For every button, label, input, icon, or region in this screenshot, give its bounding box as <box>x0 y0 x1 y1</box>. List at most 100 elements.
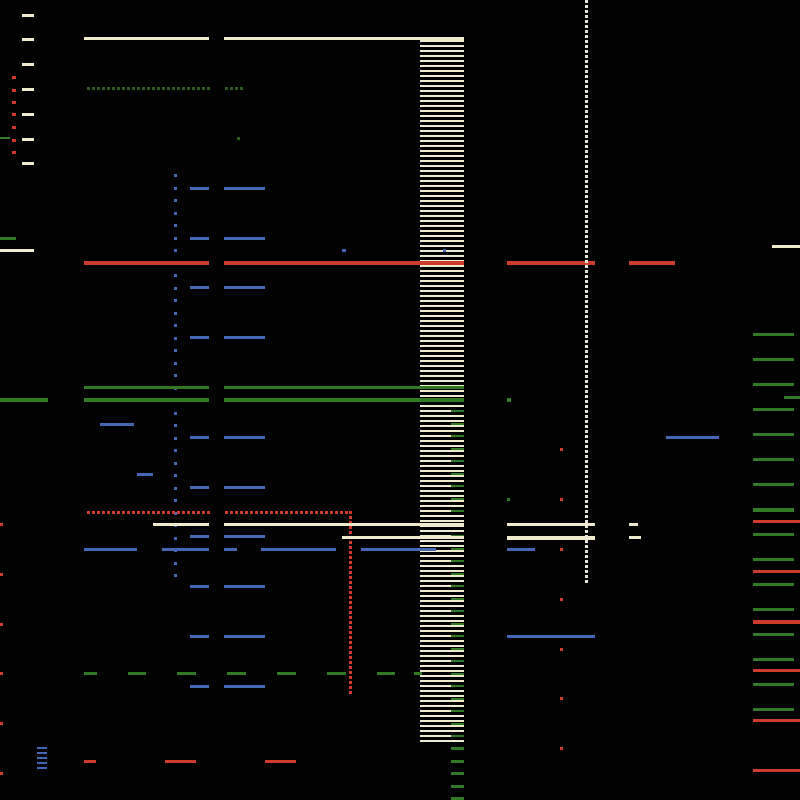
dotted-white <box>585 50 588 53</box>
green-ladder-tick <box>451 435 464 437</box>
red-dot <box>560 697 563 700</box>
dotted-white <box>585 165 588 168</box>
dotted-red <box>349 671 352 674</box>
green-ladder-tick <box>451 610 464 612</box>
cream-stripe <box>420 450 464 452</box>
dotted-red <box>349 666 352 669</box>
red-dot <box>560 747 563 750</box>
dotted-white <box>585 295 588 298</box>
dotted-red <box>157 511 160 514</box>
left-cream-tick <box>22 63 34 66</box>
cream-stripe <box>420 210 464 212</box>
dotted-red <box>182 511 185 514</box>
dotted-white <box>585 545 588 548</box>
dotted-red <box>349 511 352 514</box>
dotted-green <box>112 87 115 90</box>
dotted-red <box>187 511 190 514</box>
dotted-red <box>290 511 293 514</box>
cream-stripe <box>420 225 464 227</box>
dotted-red <box>87 511 90 514</box>
dotted-white <box>585 65 588 68</box>
dotted-white <box>585 180 588 183</box>
dotted-blue <box>174 174 177 177</box>
dotted-red <box>340 511 343 514</box>
dotted-white <box>585 55 588 58</box>
dotted-white <box>585 430 588 433</box>
cream-stripe <box>420 125 464 127</box>
cream-stripe <box>420 205 464 207</box>
dotted-red <box>197 511 200 514</box>
cream-stripe <box>420 195 464 197</box>
dotted-green <box>147 87 150 90</box>
cream-stripe <box>420 350 464 352</box>
left-cream-tick <box>22 138 34 141</box>
cream-stripe <box>420 435 464 437</box>
dotted-white <box>585 440 588 443</box>
dotted-red <box>280 511 283 514</box>
dotted-white <box>585 505 588 508</box>
dotted-white <box>585 270 588 273</box>
cream-stripe <box>420 295 464 297</box>
blue-dash <box>190 535 209 538</box>
blue-stack <box>37 767 47 769</box>
dotted-green <box>240 87 243 90</box>
dotted-white <box>585 110 588 113</box>
dotted-blue <box>174 236 177 240</box>
dotted-green <box>107 87 110 90</box>
dotted-red <box>349 686 352 689</box>
red-dot <box>560 598 563 601</box>
dotted-red <box>207 511 210 514</box>
dotted-red <box>230 511 233 514</box>
dotted-white <box>585 345 588 348</box>
blue-bar <box>507 548 535 551</box>
dotted-red <box>167 511 170 514</box>
dotted-white <box>585 355 588 358</box>
right-green-tick <box>753 533 794 536</box>
right-red-bar <box>753 520 800 523</box>
cream-stripe <box>420 140 464 142</box>
cream-bar <box>342 536 464 539</box>
cream-stripe <box>420 175 464 177</box>
cream-stripe <box>420 740 464 742</box>
dotted-white <box>585 90 588 93</box>
dotted-blue <box>174 574 177 577</box>
blue-dash <box>224 237 265 240</box>
cream-stripe <box>420 375 464 377</box>
dotted-red <box>330 511 333 514</box>
right-green-tick <box>753 358 794 361</box>
dotted-white <box>585 375 588 378</box>
red-bar <box>224 261 464 265</box>
cream-stripe <box>420 525 464 527</box>
cream-stripe <box>420 415 464 417</box>
dotted-green <box>137 87 140 90</box>
cream-stripe <box>420 680 464 682</box>
dotted-red <box>172 511 175 514</box>
green-dash <box>128 672 146 675</box>
dotted-red <box>97 511 100 514</box>
blue-dash <box>224 286 265 289</box>
green-ladder-tick <box>451 472 464 475</box>
right-green-tick <box>753 708 794 711</box>
green-ladder-tick <box>451 672 464 675</box>
dotted-white <box>585 230 588 233</box>
dotted-green <box>87 87 90 90</box>
green-dot <box>507 498 510 501</box>
green-bar <box>84 398 209 402</box>
left-cream-bar <box>0 249 34 252</box>
left-red-dot <box>12 76 16 79</box>
left-red-dot <box>0 772 3 775</box>
dotted-red <box>122 511 125 514</box>
dotted-white <box>585 190 588 193</box>
dotted-green <box>192 87 195 90</box>
dotted-white <box>585 450 588 453</box>
blue-dash <box>190 187 209 190</box>
cream-stripe <box>420 615 464 617</box>
dotted-red <box>275 511 278 514</box>
green-bar <box>224 386 464 389</box>
right-red-bar <box>753 570 800 573</box>
dotted-red <box>162 511 165 514</box>
dotted-white <box>585 490 588 493</box>
dotted-white <box>585 340 588 343</box>
cream-stripe <box>420 665 464 667</box>
dotted-white <box>585 500 588 503</box>
